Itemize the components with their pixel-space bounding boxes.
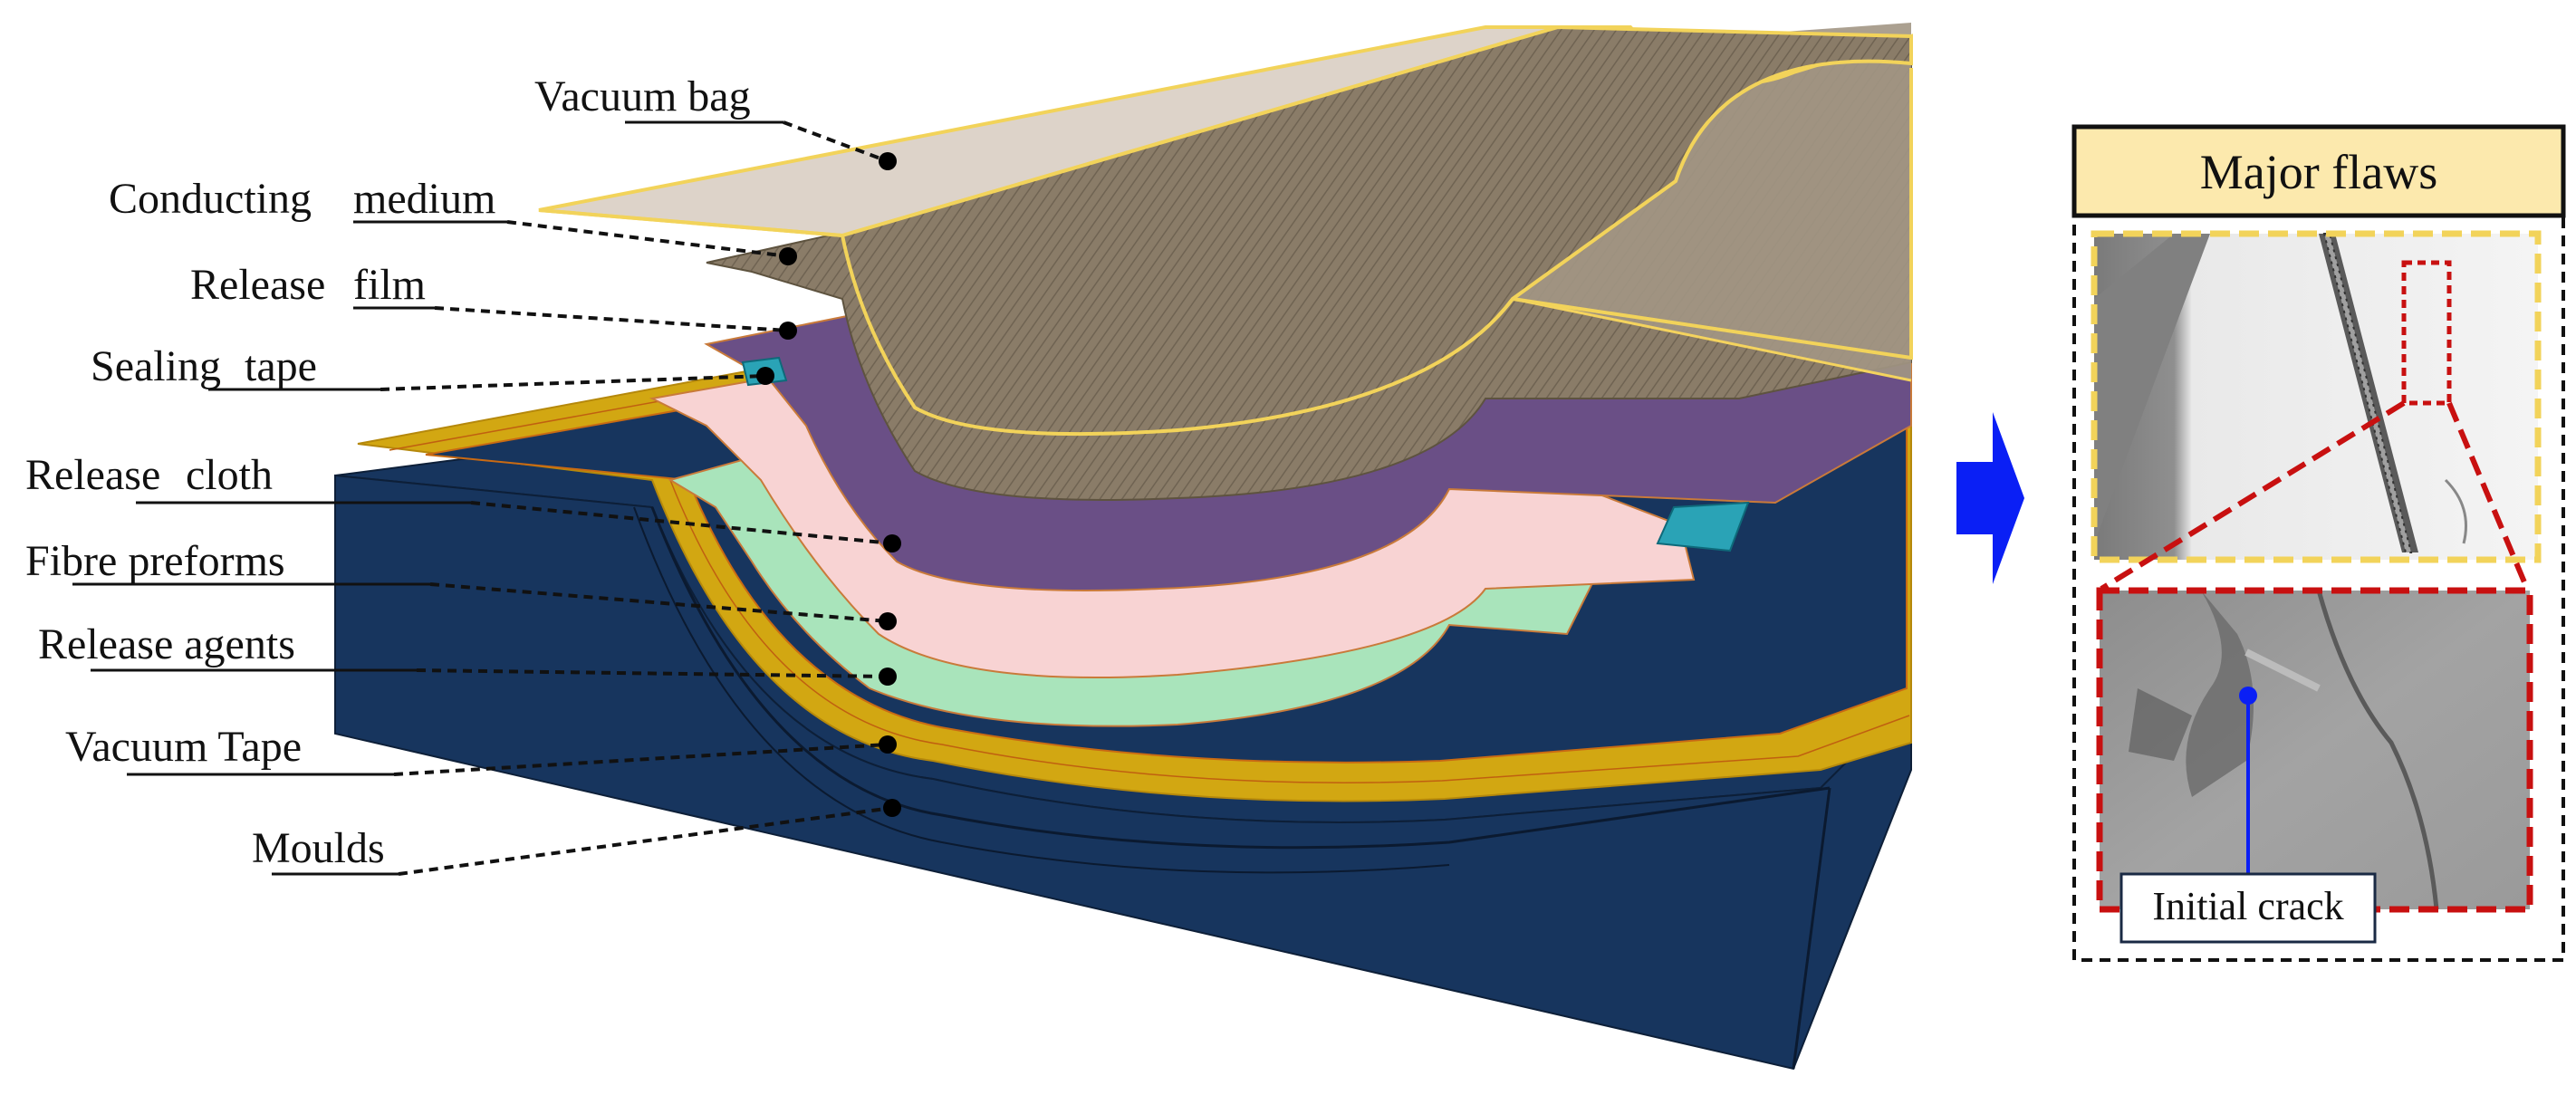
- label-vacuum-bag: Vacuum bag: [534, 72, 751, 120]
- label-vacuum-tape: Vacuum Tape: [65, 723, 302, 771]
- label-fibre-preforms: Fibre preforms: [25, 537, 285, 585]
- dot-vacuum-bag: [879, 152, 897, 170]
- layer-labels: Vacuum bag Conducting medium Release fil…: [25, 72, 783, 876]
- dot-vacuum-tape: [879, 735, 897, 754]
- dot-moulds: [883, 799, 901, 817]
- label-sealing-tape-1: Sealing: [91, 342, 221, 390]
- mould-corner-edge: [1792, 787, 1831, 1070]
- arrow-right-icon: [1956, 412, 2024, 584]
- flaws-panel-header: [2071, 124, 2566, 218]
- mould-inner-groove: [633, 506, 1450, 874]
- major-flaws-panel: Major flaws Initial crack: [2071, 124, 2566, 962]
- label-release-film-2: film: [353, 261, 426, 309]
- crack-pointer-dot: [2239, 687, 2257, 705]
- sem-image-lower: [2096, 587, 2533, 913]
- label-moulds: Moulds: [252, 824, 385, 872]
- dot-release-cloth: [883, 534, 901, 552]
- dot-sealing-tape: [756, 367, 774, 385]
- crack-label-box: [2119, 872, 2377, 944]
- leader-dots: [756, 152, 901, 817]
- crack-label: Initial crack: [2152, 884, 2343, 928]
- mould-front-edge: [650, 506, 1831, 850]
- label-release-cloth-2: cloth: [186, 451, 273, 499]
- mould-front-face: [334, 474, 1912, 1071]
- label-conducting-medium-2: medium: [353, 175, 495, 223]
- label-sealing-tape-2: tape: [245, 342, 317, 390]
- dot-conducting-medium: [779, 247, 797, 265]
- zoom-connector-left: [2100, 400, 2406, 591]
- dot-release-film: [779, 322, 797, 340]
- label-release-film-1: Release: [190, 261, 325, 309]
- dot-fibre-preforms: [879, 612, 897, 630]
- label-release-agents: Release agents: [38, 620, 295, 668]
- leader-lines: [380, 120, 893, 876]
- dot-release-agents: [879, 668, 897, 686]
- zoom-connector-right: [2446, 401, 2530, 591]
- sealing-tape-square-2: [1656, 501, 1750, 552]
- sem-image-upper: [2091, 230, 2542, 563]
- flaws-panel-title: Major flaws: [2200, 145, 2437, 199]
- label-conducting-medium-1: Conducting: [109, 175, 312, 223]
- label-release-cloth-1: Release: [25, 451, 160, 499]
- vacuum-bag-layer: [538, 24, 1913, 437]
